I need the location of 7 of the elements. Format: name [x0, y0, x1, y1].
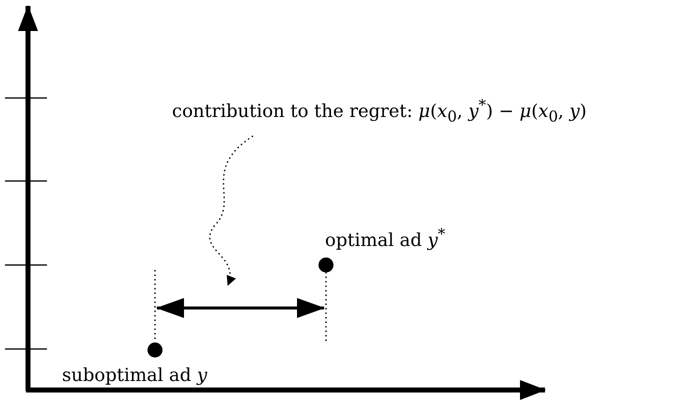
leader-line: [209, 135, 254, 286]
point-label: optimal ad y$^{*}$: [325, 225, 446, 251]
point-label: suboptimal ad y: [62, 365, 208, 386]
annotation-text: contribution to the regret: μ(x$_{0}$, y$^{*}$) − μ(x$_{0}$, y): [172, 96, 587, 126]
double-arrow: [156, 298, 325, 318]
data-point: [318, 258, 334, 272]
data-point: [148, 342, 162, 358]
